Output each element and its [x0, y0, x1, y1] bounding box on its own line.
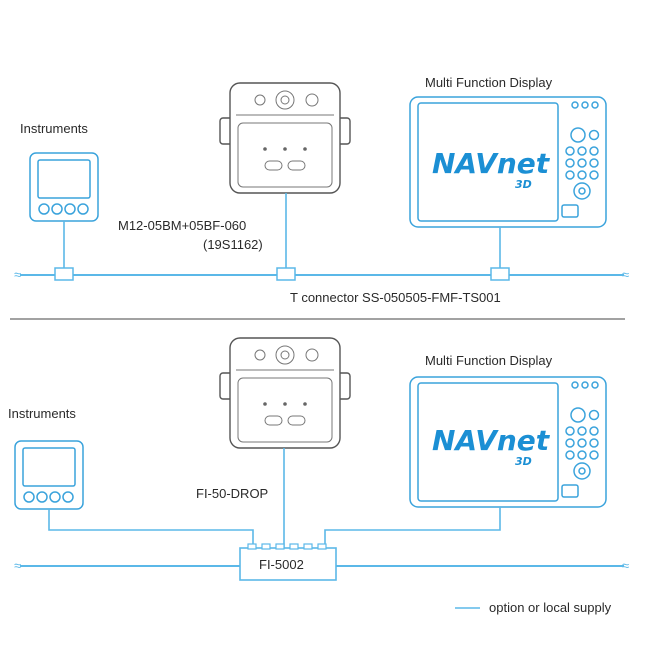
top-mfd-label: Multi Function Display — [425, 75, 553, 90]
top-section: Instruments Multi Function Display NAVne… — [14, 75, 629, 305]
top-t-connector-label: T connector SS-050505-FMF-TS001 — [290, 290, 501, 305]
svg-text:≈: ≈ — [14, 558, 21, 573]
bottom-sensor-box — [219, 337, 351, 449]
bottom-instrument-display — [14, 440, 84, 510]
junction-box-label: FI-5002 — [259, 557, 304, 572]
bottom-navnet-logo: NAVnet — [432, 424, 551, 457]
bottom-navnet-3d: 3D — [515, 455, 532, 468]
bottom-drop-label: FI-50-DROP — [196, 486, 268, 501]
top-t-connector-left — [54, 267, 74, 281]
junction-box — [239, 547, 337, 581]
top-navnet-logo: NAVnet — [432, 147, 551, 180]
svg-text:≈: ≈ — [622, 267, 629, 282]
top-t-connector-right — [490, 267, 510, 281]
svg-text:≈: ≈ — [14, 267, 21, 282]
bottom-section: Instruments Multi Function Display NAVne… — [8, 337, 629, 581]
bottom-instruments-label: Instruments — [8, 406, 76, 421]
svg-text:≈: ≈ — [622, 558, 629, 573]
legend: option or local supply — [455, 600, 612, 615]
top-navnet-3d: 3D — [515, 178, 532, 191]
top-instrument-display — [29, 152, 99, 222]
top-cable-label-line1: M12-05BM+05BF-060 — [118, 218, 246, 233]
legend-label: option or local supply — [489, 600, 612, 615]
bottom-mfd-label: Multi Function Display — [425, 353, 553, 368]
top-t-connector-mid — [276, 267, 296, 281]
top-sensor-box — [219, 82, 351, 194]
top-instruments-label: Instruments — [20, 121, 88, 136]
top-cable-label-line2: (19S1162) — [203, 237, 263, 252]
